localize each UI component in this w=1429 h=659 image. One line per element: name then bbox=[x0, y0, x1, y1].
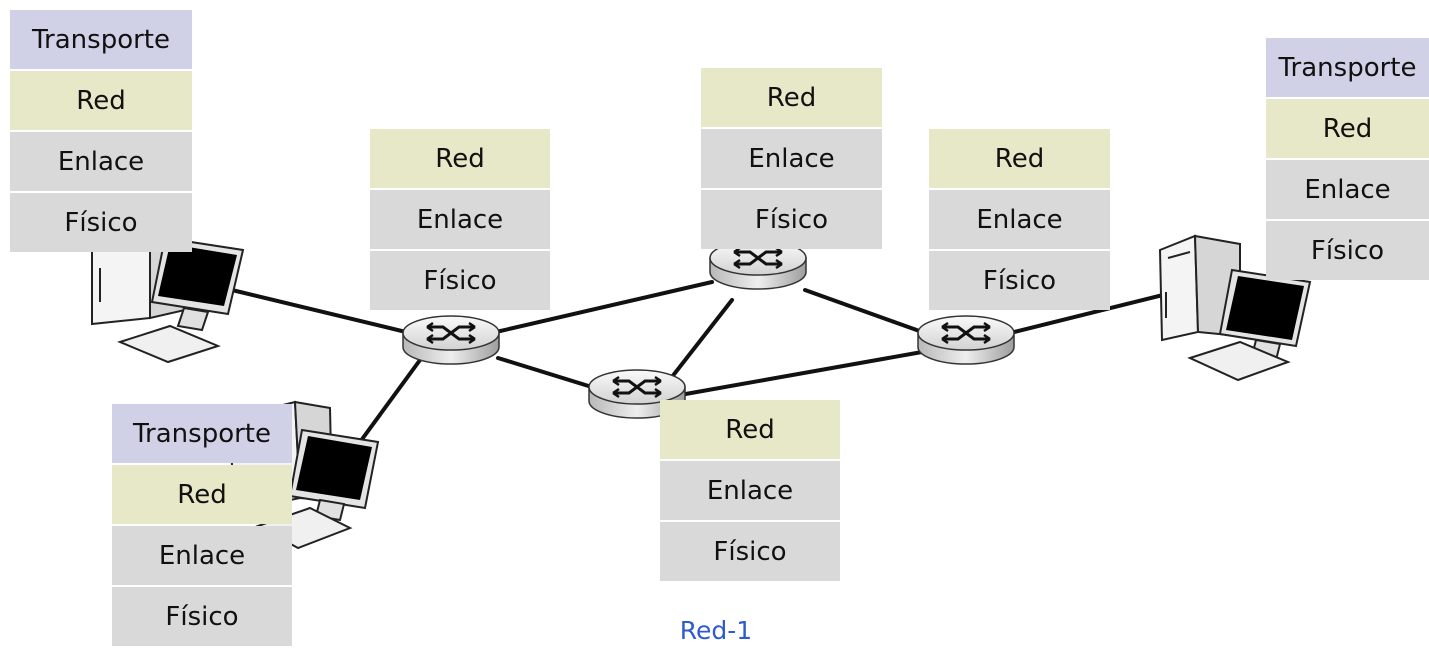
layer-network: Red bbox=[1266, 99, 1429, 158]
layer-network: Red bbox=[929, 129, 1110, 188]
link-router4-host3 bbox=[1008, 290, 1177, 335]
link-host1-router1 bbox=[230, 288, 412, 335]
footer-label: Red-1 bbox=[679, 615, 753, 645]
layer-network: Red bbox=[112, 465, 292, 524]
layer-network: Red bbox=[10, 71, 192, 130]
layer-physical: Físico bbox=[929, 251, 1110, 310]
link-router2-router4 bbox=[803, 288, 927, 335]
layer-physical: Físico bbox=[370, 251, 550, 310]
layer-transport: Transporte bbox=[1266, 38, 1429, 97]
layer-link: Enlace bbox=[10, 132, 192, 191]
link-router1-router5 bbox=[496, 356, 597, 390]
layer-network: Red bbox=[370, 129, 550, 188]
layer-network: Red bbox=[701, 68, 882, 127]
layer-physical: Físico bbox=[701, 190, 882, 249]
layer-physical: Físico bbox=[660, 522, 840, 581]
layer-link: Enlace bbox=[660, 461, 840, 520]
router-icon bbox=[916, 314, 1016, 366]
layer-transport: Transporte bbox=[10, 10, 192, 69]
layer-link: Enlace bbox=[112, 526, 292, 585]
layer-link: Enlace bbox=[1266, 160, 1429, 219]
link-router1-router2 bbox=[494, 280, 714, 334]
layer-network: Red bbox=[660, 400, 840, 459]
router-icon bbox=[401, 314, 501, 366]
layer-physical: Físico bbox=[10, 193, 192, 252]
layer-physical: Físico bbox=[112, 587, 292, 646]
link-router2-router5 bbox=[666, 298, 734, 384]
layer-link: Enlace bbox=[929, 190, 1110, 249]
link-router5-router4 bbox=[678, 350, 924, 397]
link-host2-router1 bbox=[358, 358, 422, 444]
layer-link: Enlace bbox=[701, 129, 882, 188]
layer-transport: Transporte bbox=[112, 404, 292, 463]
layer-physical: Físico bbox=[1266, 221, 1429, 280]
network-links bbox=[230, 280, 1177, 444]
layer-link: Enlace bbox=[370, 190, 550, 249]
